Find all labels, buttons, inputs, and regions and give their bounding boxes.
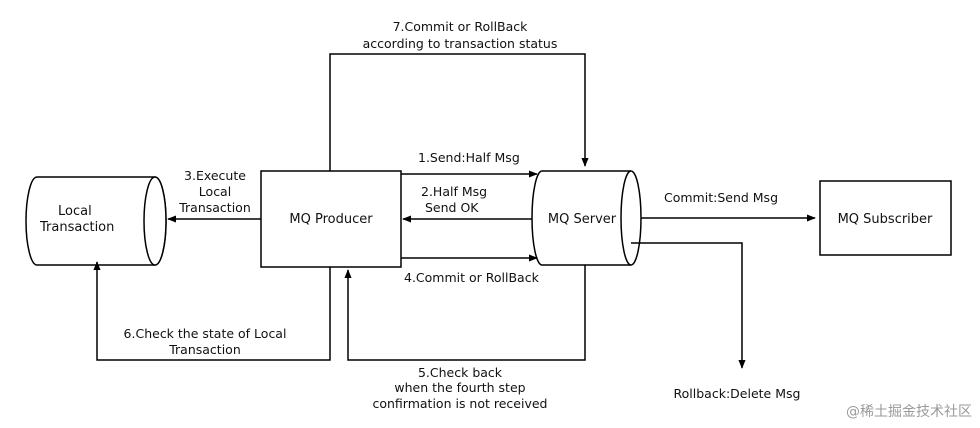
edge-rollback-delete-msg-label: Rollback:Delete Msg <box>674 386 801 401</box>
mq-subscriber-label: MQ Subscriber <box>838 212 933 227</box>
edge-execute-label-line3: Transaction <box>178 200 251 215</box>
edge-execute-label-line2: Local <box>199 184 231 199</box>
edge-commit-or-rollback-label: 4.Commit or RollBack <box>404 270 540 285</box>
local-transaction-label-line1: Local <box>58 204 92 219</box>
edge-execute-local-transaction: 3.Execute Local Transaction <box>167 168 261 223</box>
edge-commit-send-msg-label: Commit:Send Msg <box>664 190 778 205</box>
edge-check-back-label-line1: 5.Check back <box>418 365 503 380</box>
mq-server-node: MQ Server <box>531 170 642 266</box>
edge-commit-by-status: 7.Commit or RollBack according to transa… <box>329 19 589 171</box>
edge-half-msg-label-line2: Send OK <box>425 200 479 215</box>
edge-commit-or-rollback: 4.Commit or RollBack <box>401 254 540 285</box>
edge-half-msg-send-ok: 2.Half Msg Send OK <box>402 184 532 223</box>
edge-commit-by-status-label-line1: 7.Commit or RollBack <box>393 19 529 34</box>
edge-check-local-state: 6.Check the state of Local Transaction <box>93 261 331 361</box>
edge-check-local-label-line2: Transaction <box>168 342 241 357</box>
edge-send-half-msg: 1.Send:Half Msg <box>401 150 538 178</box>
edge-check-back-label-line3: confirmation is not received <box>372 396 547 411</box>
edge-check-local-label-line1: 6.Check the state of Local <box>124 326 287 341</box>
mq-producer-node: MQ Producer <box>260 170 402 268</box>
edge-commit-send-msg: Commit:Send Msg <box>641 190 816 222</box>
mq-server-label: MQ Server <box>548 212 617 227</box>
edge-rollback-delete-msg: Rollback:Delete Msg <box>631 242 801 401</box>
local-transaction-node: Local Transaction <box>25 176 167 266</box>
edge-send-half-msg-label: 1.Send:Half Msg <box>418 150 520 165</box>
local-transaction-label-line2: Transaction <box>39 220 114 235</box>
edge-check-back: 5.Check back when the fourth step confir… <box>344 265 586 411</box>
edge-check-back-label-line2: when the fourth step <box>394 380 525 395</box>
watermark: @稀土掘金技术社区 <box>846 404 972 420</box>
edge-commit-by-status-label-line2: according to transaction status <box>363 36 558 51</box>
mq-subscriber-node: MQ Subscriber <box>819 180 952 256</box>
edge-half-msg-label-line1: 2.Half Msg <box>421 184 487 199</box>
edge-execute-label-line1: 3.Execute <box>184 168 246 183</box>
mq-producer-label: MQ Producer <box>289 212 373 227</box>
